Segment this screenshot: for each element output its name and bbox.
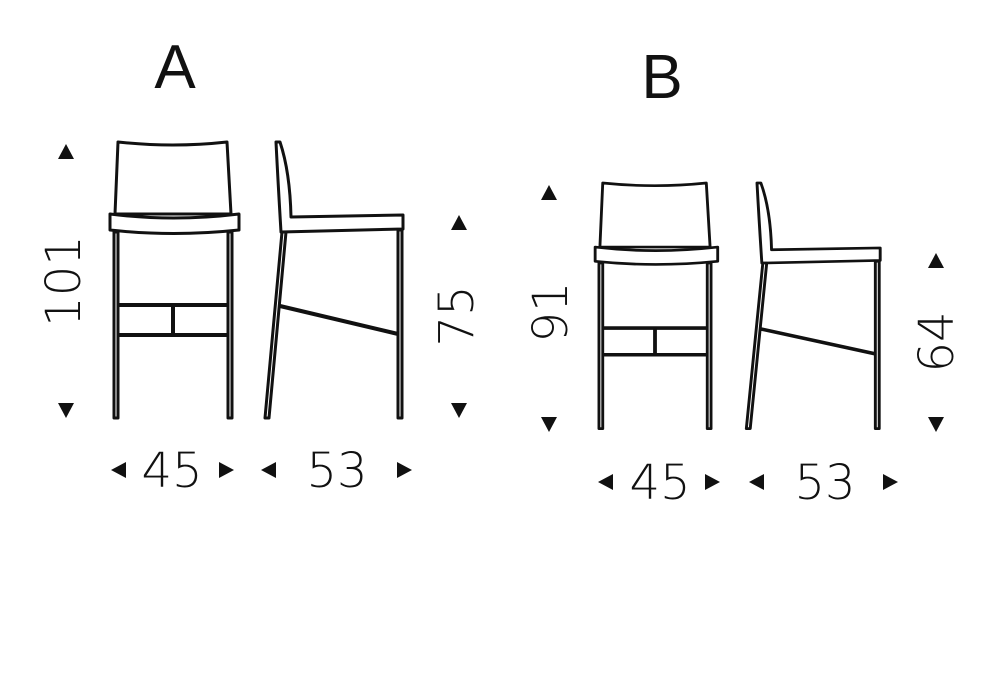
stool-a-side-view [263,140,405,420]
stool-a-front-view [108,140,241,420]
arrow-left-icon [111,462,126,478]
dimension-seat-height-b: 64 [909,311,965,372]
arrow-down-icon [58,403,74,418]
dimension-seat-height-a: 75 [429,285,485,346]
dimension-depth-a: 53 [306,443,367,499]
dimension-total-height-b: 91 [523,281,579,342]
variant-b: B 91 64 45 53 [523,43,965,511]
stool-b-front-view [593,181,720,431]
arrow-left-icon [261,462,276,478]
arrow-down-icon [541,417,557,432]
arrow-right-icon [219,462,234,478]
arrow-down-icon [451,403,467,418]
dimension-depth-b: 53 [794,455,855,511]
stool-b-side-view [744,181,883,431]
dimension-width-b: 45 [629,455,690,511]
arrow-left-icon [598,474,613,490]
variant-label-b: B [641,43,682,112]
variant-a: A 101 75 45 53 [36,33,485,499]
arrow-down-icon [928,417,944,432]
dimension-width-a: 45 [141,443,202,499]
arrow-up-icon [451,215,467,230]
arrow-right-icon [397,462,412,478]
dimension-total-height-a: 101 [36,235,92,327]
variant-label-a: A [154,33,196,102]
arrow-right-icon [705,474,720,490]
arrow-up-icon [58,144,74,159]
arrow-left-icon [749,474,764,490]
arrow-up-icon [928,253,944,268]
arrow-up-icon [541,185,557,200]
arrow-right-icon [883,474,898,490]
